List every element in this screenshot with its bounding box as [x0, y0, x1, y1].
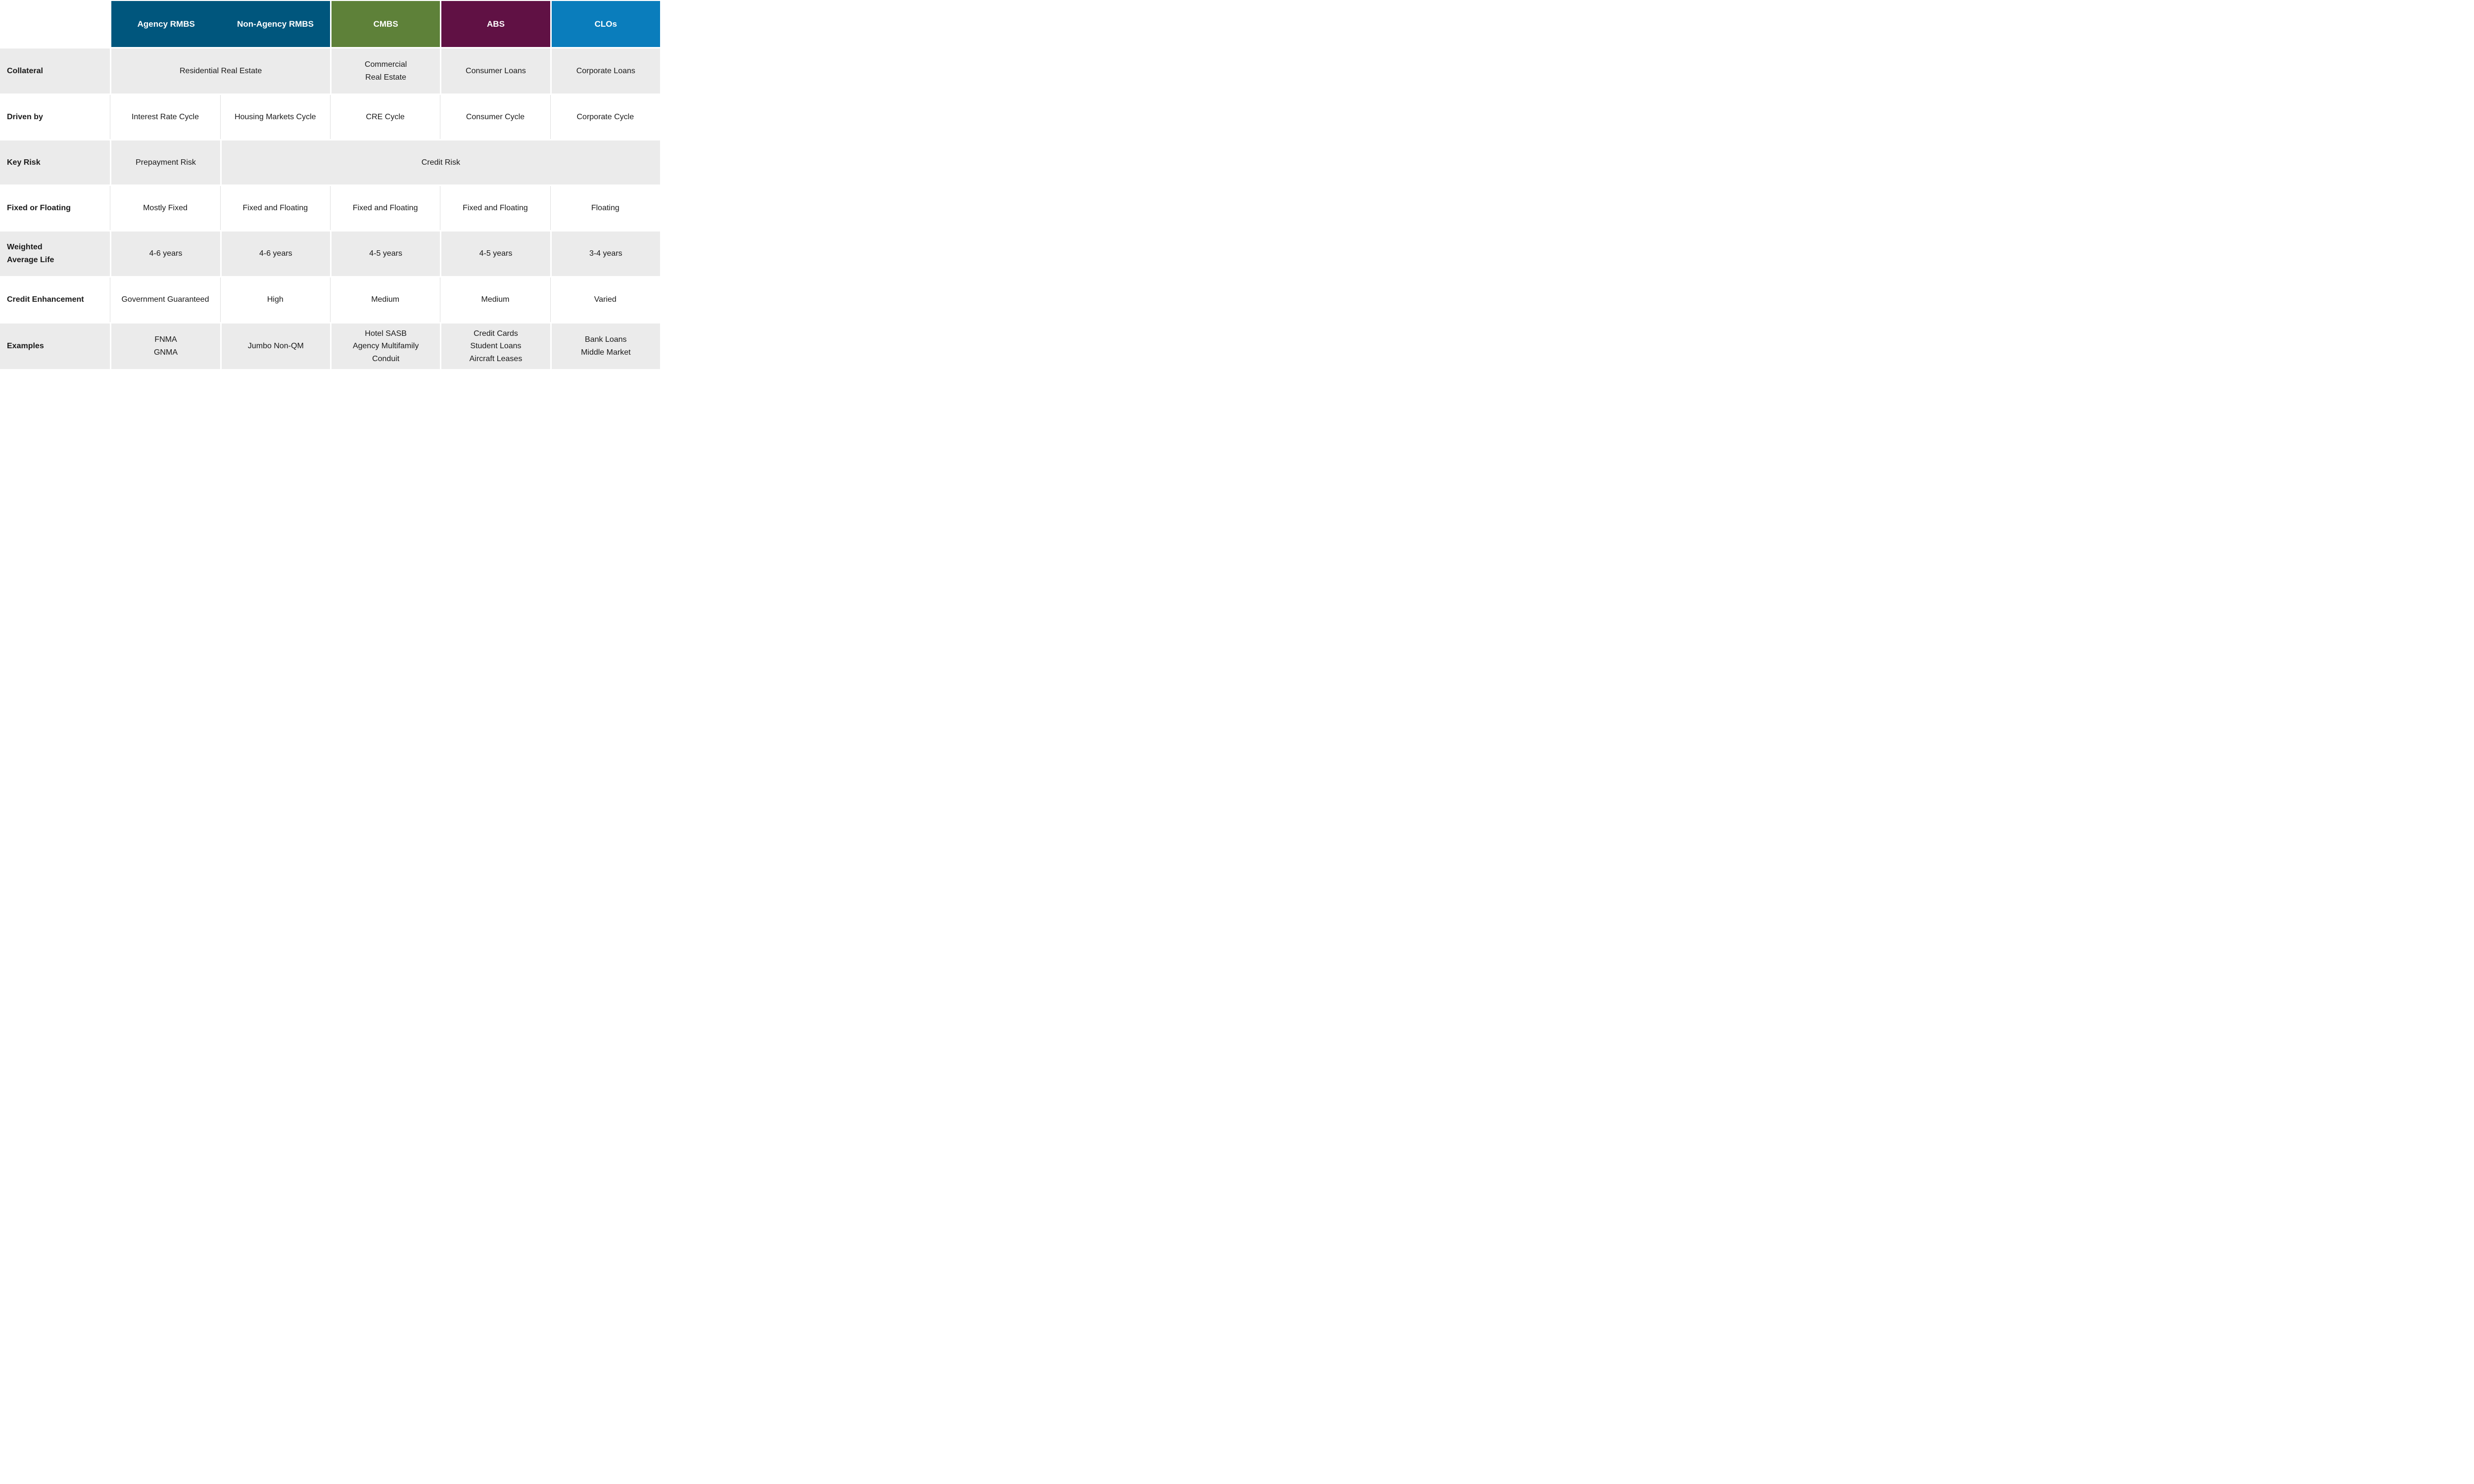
row-examples: Examples FNMA GNMA Jumbo Non-QM Hotel SA…: [0, 324, 660, 369]
row-label-key-risk: Key Risk: [0, 140, 110, 185]
column-header-cmbs: CMBS: [330, 1, 440, 47]
header-spacer: [0, 1, 110, 47]
row-key-risk: Key Risk Prepayment Risk Credit Risk: [0, 140, 660, 185]
cell-collateral-rmbs: Residential Real Estate: [110, 48, 330, 93]
row-collateral: Collateral Residential Real Estate Comme…: [0, 48, 660, 93]
row-fixed-or-floating: Fixed or Floating Mostly Fixed Fixed and…: [0, 186, 660, 230]
cell-driven-by-clos: Corporate Cycle: [550, 95, 660, 139]
cell-wal-abs: 4-5 years: [440, 232, 550, 276]
row-weighted-average-life: Weighted Average Life 4-6 years 4-6 year…: [0, 232, 660, 276]
cell-collateral-clos: Corporate Loans: [550, 48, 660, 93]
row-label-collateral: Collateral: [0, 48, 110, 93]
row-label-weighted-average-life: Weighted Average Life: [0, 232, 110, 276]
cell-collateral-abs: Consumer Loans: [440, 48, 550, 93]
cell-examples-abs: Credit Cards Student Loans Aircraft Leas…: [440, 324, 550, 369]
column-header-abs: ABS: [440, 1, 550, 47]
row-label-examples: Examples: [0, 324, 110, 369]
cell-wal-agency-rmbs: 4-6 years: [110, 232, 220, 276]
cell-driven-by-cmbs: CRE Cycle: [330, 95, 440, 139]
cell-credit-enhancement-abs: Medium: [440, 278, 550, 322]
row-credit-enhancement: Credit Enhancement Government Guaranteed…: [0, 278, 660, 322]
cell-key-risk-credit-span: Credit Risk: [220, 140, 660, 185]
row-label-driven-by: Driven by: [0, 95, 110, 139]
cell-wal-cmbs: 4-5 years: [330, 232, 440, 276]
cell-fixed-or-floating-non-agency-rmbs: Fixed and Floating: [220, 186, 330, 230]
cell-examples-agency-rmbs: FNMA GNMA: [110, 324, 220, 369]
cell-wal-non-agency-rmbs: 4-6 years: [220, 232, 330, 276]
column-header-agency-rmbs: Agency RMBS: [137, 19, 195, 29]
header-row: Agency RMBS Non-Agency RMBS CMBS ABS CLO…: [0, 1, 660, 47]
row-label-credit-enhancement: Credit Enhancement: [0, 278, 110, 322]
row-driven-by: Driven by Interest Rate Cycle Housing Ma…: [0, 95, 660, 139]
cell-driven-by-abs: Consumer Cycle: [440, 95, 550, 139]
cell-wal-clos: 3-4 years: [550, 232, 660, 276]
securitized-products-comparison-table: Agency RMBS Non-Agency RMBS CMBS ABS CLO…: [0, 0, 660, 371]
cell-key-risk-agency-rmbs: Prepayment Risk: [110, 140, 220, 185]
cell-fixed-or-floating-abs: Fixed and Floating: [440, 186, 550, 230]
cell-examples-cmbs: Hotel SASB Agency Multifamily Conduit: [330, 324, 440, 369]
column-header-clos: CLOs: [550, 1, 660, 47]
cell-credit-enhancement-cmbs: Medium: [330, 278, 440, 322]
cell-credit-enhancement-non-agency-rmbs: High: [220, 278, 330, 322]
row-label-fixed-or-floating: Fixed or Floating: [0, 186, 110, 230]
cell-credit-enhancement-clos: Varied: [550, 278, 660, 322]
cell-driven-by-non-agency-rmbs: Housing Markets Cycle: [220, 95, 330, 139]
cell-driven-by-agency-rmbs: Interest Rate Cycle: [110, 95, 220, 139]
column-header-non-agency-rmbs: Non-Agency RMBS: [237, 19, 314, 29]
rmbs-header-group: Agency RMBS Non-Agency RMBS: [110, 1, 330, 47]
cell-fixed-or-floating-cmbs: Fixed and Floating: [330, 186, 440, 230]
cell-credit-enhancement-agency-rmbs: Government Guaranteed: [110, 278, 220, 322]
cell-examples-clos: Bank Loans Middle Market: [550, 324, 660, 369]
cell-examples-non-agency-rmbs: Jumbo Non-QM: [220, 324, 330, 369]
cell-fixed-or-floating-clos: Floating: [550, 186, 660, 230]
cell-fixed-or-floating-agency-rmbs: Mostly Fixed: [110, 186, 220, 230]
cell-collateral-cmbs: Commercial Real Estate: [330, 48, 440, 93]
